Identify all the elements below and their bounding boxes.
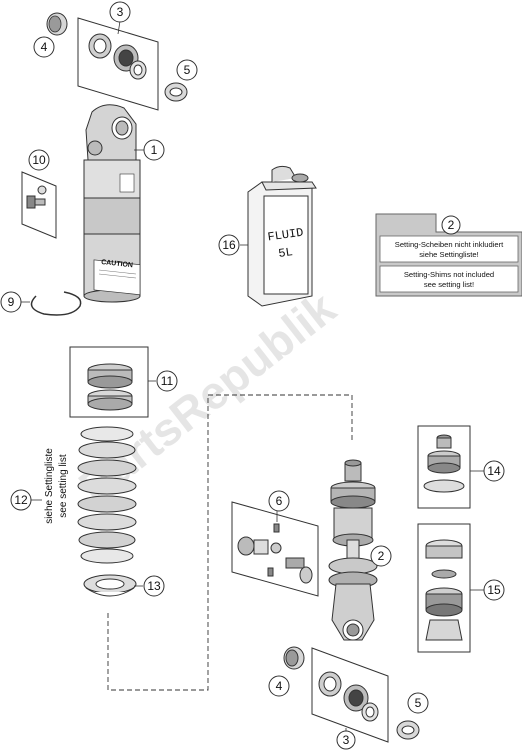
callout-12[interactable]: 12 <box>10 489 42 511</box>
circlip-part <box>30 291 82 316</box>
callout-14-label: 14 <box>487 464 501 478</box>
callout-3-bottom[interactable]: 3 <box>336 728 356 750</box>
shock-caution-label: CAUTION <box>101 259 133 269</box>
callout-5-bottom-label: 5 <box>415 696 422 710</box>
fluid-can-text-line1: FLUID <box>267 226 305 245</box>
callout-11[interactable]: 11 <box>148 370 178 392</box>
callout-5-top-label: 5 <box>184 63 191 77</box>
callouts: 1 2 2 3 3 4 4 5 <box>0 1 505 750</box>
callout-4-top[interactable]: 4 <box>33 36 55 58</box>
piston-kit-lower <box>417 523 471 653</box>
callout-3-bottom-label: 3 <box>343 733 350 747</box>
callout-11-label: 11 <box>161 374 174 388</box>
bushing-part <box>46 12 68 36</box>
seal-kit-parts <box>88 33 147 80</box>
callout-9-label: 9 <box>8 295 15 309</box>
spring-retainer-part <box>83 574 137 598</box>
callout-14[interactable]: 14 <box>470 460 505 482</box>
callout-2-label: 2 <box>378 549 385 563</box>
seal-kit-box <box>77 17 159 111</box>
damper-rod-part <box>328 459 378 641</box>
callout-6[interactable]: 6 <box>268 490 290 512</box>
callout-3-top-label: 3 <box>117 5 124 19</box>
fluid-can-part: FLUID 5L <box>247 165 317 307</box>
spring-adjuster-kit <box>69 346 149 418</box>
shock-absorber-part: CAUTION <box>83 104 141 303</box>
spring-label-de: siehe Settingliste <box>44 448 55 524</box>
callout-16[interactable]: 16 <box>218 234 248 256</box>
damper-adjuster-kit <box>231 501 319 597</box>
callout-2-note[interactable]: 2 <box>441 215 461 235</box>
callout-5-bottom[interactable]: 5 <box>407 692 429 714</box>
note-de-line1: Setting-Scheiben nicht inkludiert <box>395 240 504 249</box>
callout-9[interactable]: 9 <box>0 291 30 313</box>
callout-10-label: 10 <box>32 153 46 167</box>
callout-3-top[interactable]: 3 <box>109 1 131 23</box>
fluid-can-text-line2: 5L <box>277 245 293 261</box>
note-en-line1: Setting-Shims not included <box>404 270 494 279</box>
callout-4-bottom-label: 4 <box>276 679 283 693</box>
callout-5-top[interactable]: 5 <box>176 59 198 81</box>
callout-16-label: 16 <box>222 238 236 252</box>
callout-6-label: 6 <box>276 494 283 508</box>
callout-4-top-label: 4 <box>41 40 48 54</box>
settings-note: Setting-Scheiben nicht inkludiert siehe … <box>375 213 522 297</box>
callout-1[interactable]: 1 <box>134 139 165 161</box>
callout-15[interactable]: 15 <box>470 579 505 601</box>
callout-4-bottom[interactable]: 4 <box>268 675 290 697</box>
callout-2-note-label: 2 <box>448 218 455 232</box>
piston-kit-upper <box>417 425 471 509</box>
note-de-line2: siehe Settingliste! <box>419 250 479 259</box>
coil-spring-part <box>77 426 137 564</box>
callout-1-label: 1 <box>151 143 158 157</box>
washer-part <box>164 82 188 102</box>
callout-10[interactable]: 10 <box>28 149 50 171</box>
callout-2[interactable]: 2 <box>370 545 392 567</box>
seal-kit-top <box>46 12 188 111</box>
spring-label-en: see setting list <box>58 454 69 518</box>
bleed-screw-kit <box>21 171 57 239</box>
callout-13[interactable]: 13 <box>134 575 165 597</box>
seal-kit-bottom <box>283 646 420 743</box>
callout-15-label: 15 <box>487 583 501 597</box>
assembly-connector-lines <box>107 394 353 691</box>
callout-12-label: 12 <box>14 493 28 507</box>
callout-13-label: 13 <box>147 579 161 593</box>
note-en-line2: see setting list! <box>424 280 474 289</box>
